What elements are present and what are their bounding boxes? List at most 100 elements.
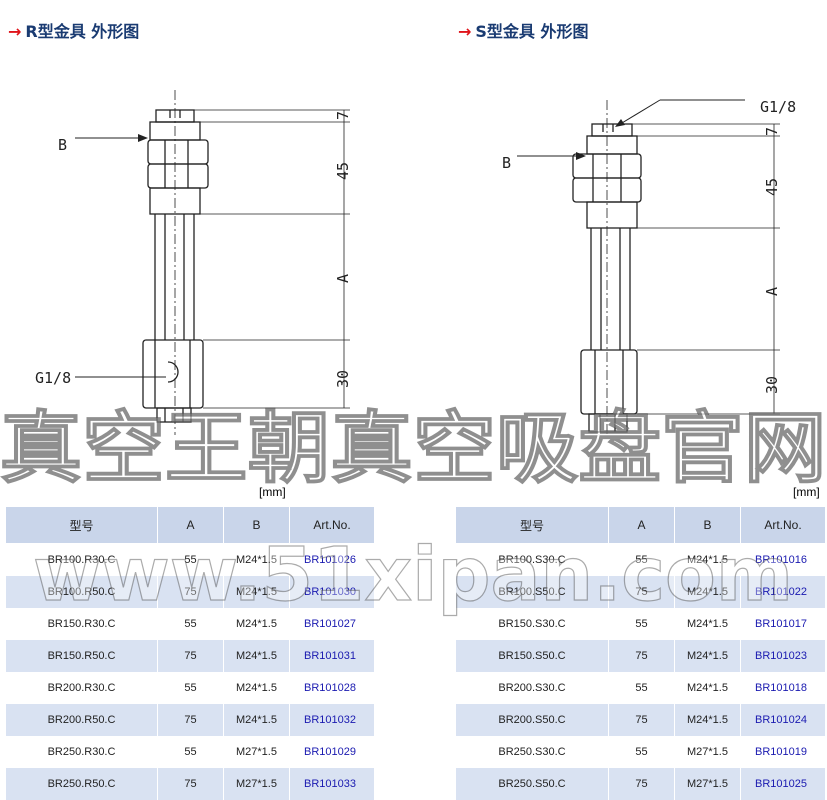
cell-b: M27*1.5 xyxy=(674,736,741,768)
cell-art-no: BR101030 xyxy=(289,576,375,608)
cell-b: M24*1.5 xyxy=(674,608,741,640)
column-header-b: B xyxy=(674,506,741,544)
cell-art-no: BR101025 xyxy=(740,768,826,800)
dim-7: 7 xyxy=(763,127,781,136)
cell-model: BR250.S30.C xyxy=(455,736,609,768)
dim-7: 7 xyxy=(334,111,352,120)
cell-model: BR150.S30.C xyxy=(455,608,609,640)
cell-model: BR100.S30.C xyxy=(455,543,609,576)
cell-b: M24*1.5 xyxy=(223,576,290,608)
column-header-a: A xyxy=(608,506,675,544)
cell-b: M27*1.5 xyxy=(223,736,290,768)
cell-model: BR150.S50.C xyxy=(455,640,609,672)
cell-model: BR150.R50.C xyxy=(5,640,158,672)
cell-a: 55 xyxy=(608,736,675,768)
s-type-drawing: B G1/8 7 45 A 30 xyxy=(502,98,796,435)
cell-model: BR250.R50.C xyxy=(5,768,158,800)
column-header-model: 型号 xyxy=(5,506,158,544)
dim-45: 45 xyxy=(763,178,781,196)
cell-art-no: BR101018 xyxy=(740,672,826,704)
table-header-row: 型号 A B Art.No. xyxy=(455,506,826,544)
cell-b: M24*1.5 xyxy=(674,672,741,704)
cell-b: M24*1.5 xyxy=(223,672,290,704)
cell-art-no: BR101032 xyxy=(289,704,375,736)
cell-art-no: BR101027 xyxy=(289,608,375,640)
cell-b: M24*1.5 xyxy=(223,640,290,672)
cell-a: 75 xyxy=(608,704,675,736)
cell-a: 55 xyxy=(157,736,224,768)
cell-a: 55 xyxy=(157,672,224,704)
dim-30: 30 xyxy=(334,370,352,388)
dim-30: 30 xyxy=(763,376,781,394)
label-b: B xyxy=(58,136,67,154)
cell-model: BR100.S50.C xyxy=(455,576,609,608)
unit-label: [mm] xyxy=(259,485,286,499)
cell-b: M27*1.5 xyxy=(674,768,741,800)
cell-b: M27*1.5 xyxy=(223,768,290,800)
cell-art-no: BR101016 xyxy=(740,543,826,576)
dim-a: A xyxy=(334,274,352,283)
cell-a: 75 xyxy=(157,640,224,672)
cell-art-no: BR101023 xyxy=(740,640,826,672)
cell-b: M24*1.5 xyxy=(223,704,290,736)
cell-art-no: BR101029 xyxy=(289,736,375,768)
cell-a: 75 xyxy=(157,576,224,608)
cell-art-no: BR101028 xyxy=(289,672,375,704)
cell-art-no: BR101017 xyxy=(740,608,826,640)
cell-a: 75 xyxy=(157,704,224,736)
cell-a: 75 xyxy=(608,576,675,608)
column-header-model: 型号 xyxy=(455,506,609,544)
cell-a: 55 xyxy=(608,672,675,704)
column-header-a: A xyxy=(157,506,224,544)
cell-art-no: BR101031 xyxy=(289,640,375,672)
cell-model: BR150.R30.C xyxy=(5,608,158,640)
cell-model: BR200.R30.C xyxy=(5,672,158,704)
cell-b: M24*1.5 xyxy=(223,608,290,640)
cell-b: M24*1.5 xyxy=(674,543,741,576)
cell-a: 55 xyxy=(608,543,675,576)
label-g18: G1/8 xyxy=(760,98,796,116)
column-header-art-no: Art.No. xyxy=(740,506,826,544)
cell-model: BR200.S30.C xyxy=(455,672,609,704)
cell-art-no: BR101024 xyxy=(740,704,826,736)
cell-b: M24*1.5 xyxy=(223,543,290,576)
left-section-title: →R型金具 外形图 xyxy=(8,18,139,42)
cell-art-no: BR101022 xyxy=(740,576,826,608)
right-title-text: S型金具 外形图 xyxy=(475,22,589,41)
cell-model: BR100.R30.C xyxy=(5,543,158,576)
cell-b: M24*1.5 xyxy=(674,576,741,608)
label-b: B xyxy=(502,154,511,172)
arrow-right-icon: → xyxy=(8,22,22,41)
cell-a: 75 xyxy=(608,640,675,672)
cell-a: 75 xyxy=(608,768,675,800)
dim-a: A xyxy=(763,287,781,296)
cell-a: 55 xyxy=(608,608,675,640)
cell-a: 55 xyxy=(157,608,224,640)
cell-model: BR250.R30.C xyxy=(5,736,158,768)
cell-art-no: BR101026 xyxy=(289,543,375,576)
column-header-art-no: Art.No. xyxy=(289,506,375,544)
cell-a: 55 xyxy=(157,543,224,576)
dim-45: 45 xyxy=(334,162,352,180)
unit-label: [mm] xyxy=(793,485,820,499)
r-type-drawing: B G1/8 7 45 A 30 xyxy=(35,90,352,435)
cell-model: BR200.S50.C xyxy=(455,704,609,736)
cell-b: M24*1.5 xyxy=(674,704,741,736)
arrow-right-icon: → xyxy=(458,22,472,41)
